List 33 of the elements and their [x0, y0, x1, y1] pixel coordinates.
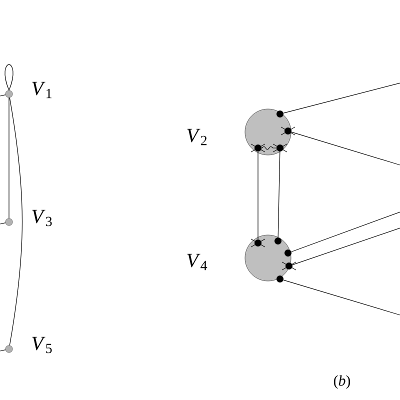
dot: [286, 262, 292, 270]
wavy-line: [261, 146, 277, 150]
vertex-label: V$_{2}$: [187, 128, 207, 146]
vertex-dot: [5, 345, 13, 353]
dot: [254, 240, 262, 246]
edge-line: [292, 228, 400, 266]
dot: [276, 144, 284, 152]
edge-line: [8, 97, 10, 219]
dot: [284, 128, 292, 134]
vertex-dot: [5, 90, 13, 98]
loop: [4, 64, 14, 91]
vertex-label: V$_{1}$: [32, 82, 52, 98]
cluster-circle: [244, 234, 292, 282]
edge-line: [283, 280, 400, 316]
edge-line: [0, 350, 6, 352]
vertex-label: V$_{3}$: [32, 210, 52, 226]
edge-line: [291, 132, 400, 166]
edge-line: [283, 82, 400, 114]
edge-line: [0, 222, 6, 224]
edge-line: [0, 94, 6, 96]
vertex-label: V$_{4}$: [187, 254, 208, 270]
dot: [254, 144, 262, 152]
dot: [276, 276, 284, 282]
edge-line: [278, 151, 280, 238]
edge-line: [9, 97, 23, 346]
panel-label: (b): [334, 375, 350, 389]
vertex-dot: [5, 218, 13, 226]
cluster-circle: [244, 108, 292, 156]
dot: [276, 110, 284, 118]
dot: [274, 238, 282, 244]
edge-line: [291, 212, 400, 252]
dot: [284, 250, 292, 256]
vertex-label: V$_{5}$: [32, 336, 52, 354]
